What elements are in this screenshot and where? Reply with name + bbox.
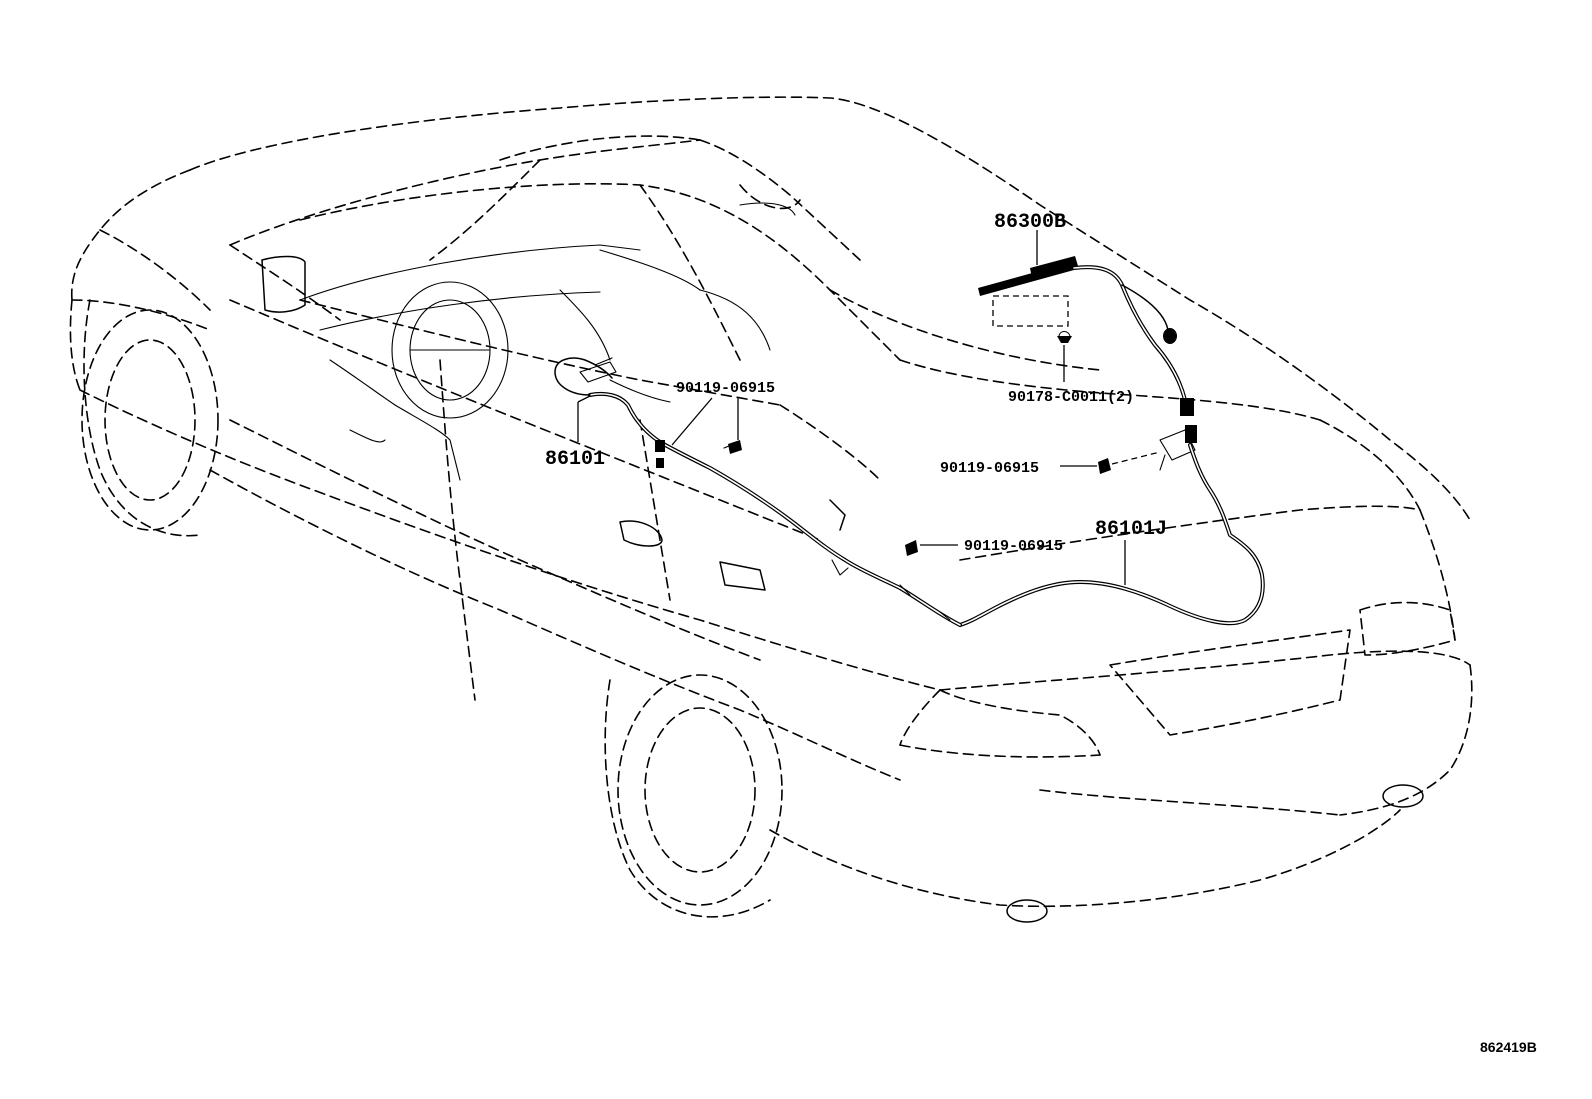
- leader-lines: [577, 230, 1161, 585]
- label-screw-upper: 90119-06915: [676, 380, 775, 397]
- label-antenna-clip: 90178-C0011(2): [1008, 389, 1134, 406]
- label-cable-rear: 86101J: [1095, 518, 1167, 541]
- rear-connector: [1159, 425, 1197, 471]
- diagram-reference-code: 862419B: [1480, 1039, 1537, 1055]
- label-screw-right: 90119-06915: [940, 460, 1039, 477]
- vehicle-interior: [299, 202, 846, 591]
- cable-86101J: [958, 443, 1265, 627]
- label-screw-lower: 90119-06915: [964, 538, 1063, 555]
- callout-labels: 86300B 90178-C0011(2) 90119-06915 86101 …: [545, 211, 1537, 1055]
- antenna-lead-cable: [1072, 265, 1194, 416]
- label-cable-front: 86101: [545, 448, 605, 471]
- cable-86101: [554, 357, 962, 627]
- antenna-element: [978, 256, 1078, 327]
- fasteners: [723, 330, 1111, 556]
- vehicle-body-outline: [69, 96, 1473, 923]
- label-antenna: 86300B: [994, 211, 1066, 234]
